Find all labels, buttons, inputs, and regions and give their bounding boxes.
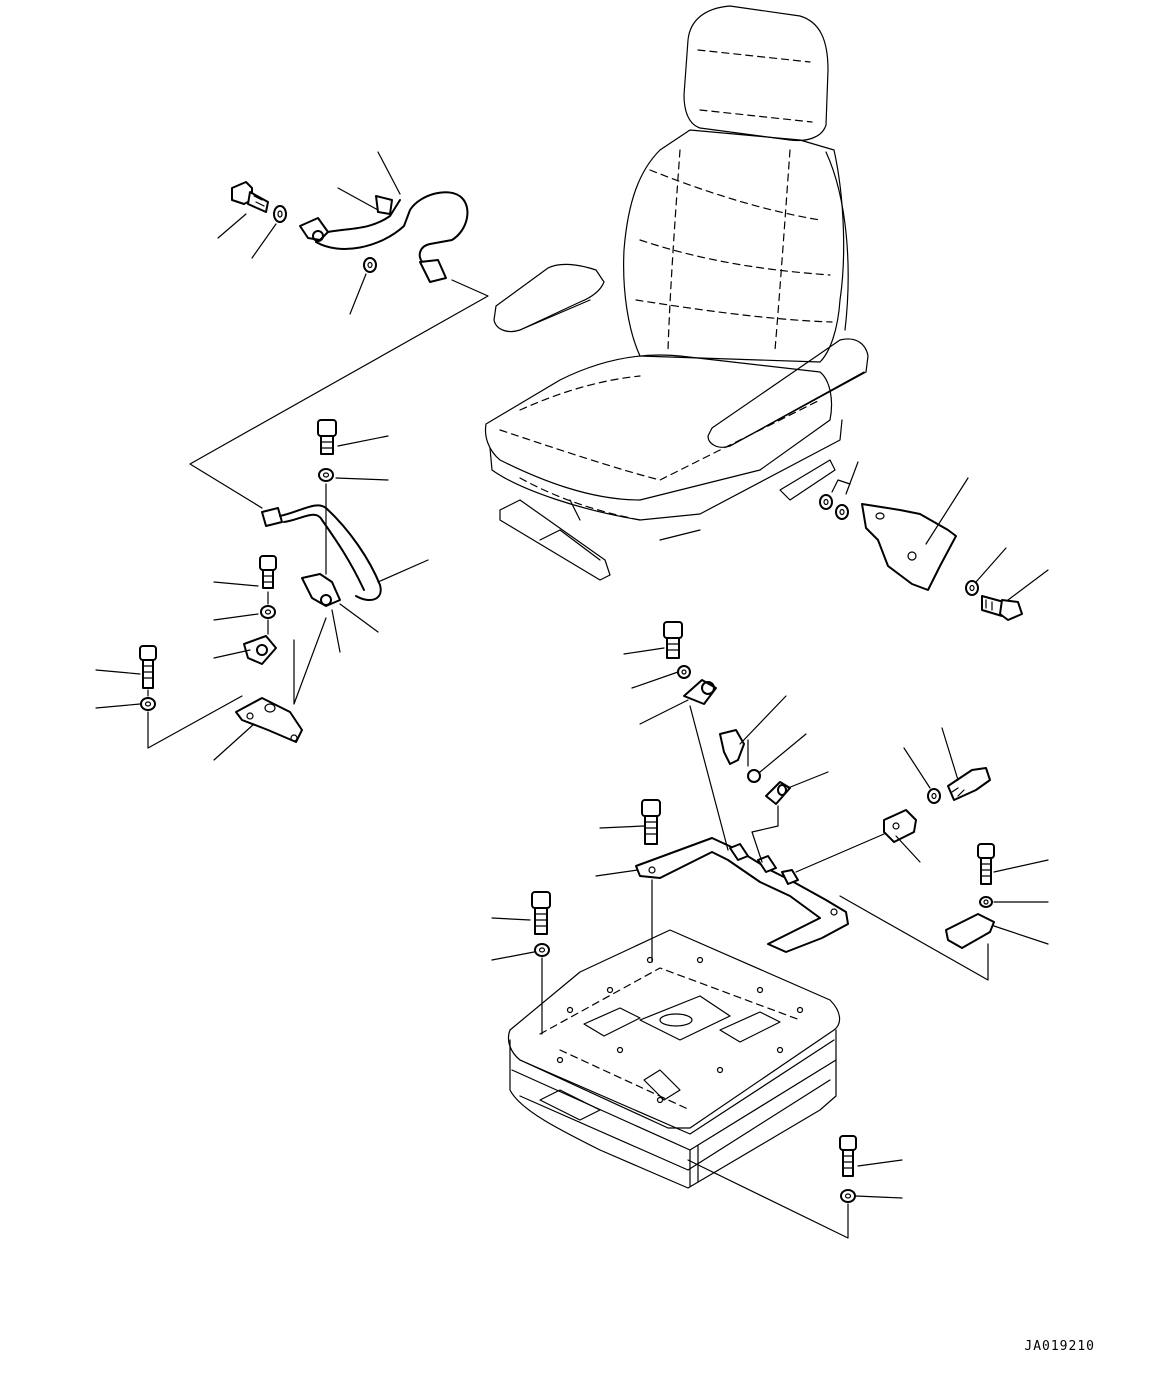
drawing-code: JA019210 <box>1024 1339 1095 1354</box>
callout-leaders <box>95 151 1049 1199</box>
switch-cover <box>819 494 1023 621</box>
bolts <box>531 799 857 1203</box>
harness-upper <box>231 181 469 283</box>
clamp <box>663 621 995 949</box>
seat-assembly <box>484 5 869 581</box>
seat-suspension <box>507 929 841 1189</box>
sensor-bracket <box>139 555 327 749</box>
assembly-lines <box>147 279 989 1239</box>
mounting-bracket <box>635 837 849 953</box>
harness-lower <box>261 419 382 607</box>
